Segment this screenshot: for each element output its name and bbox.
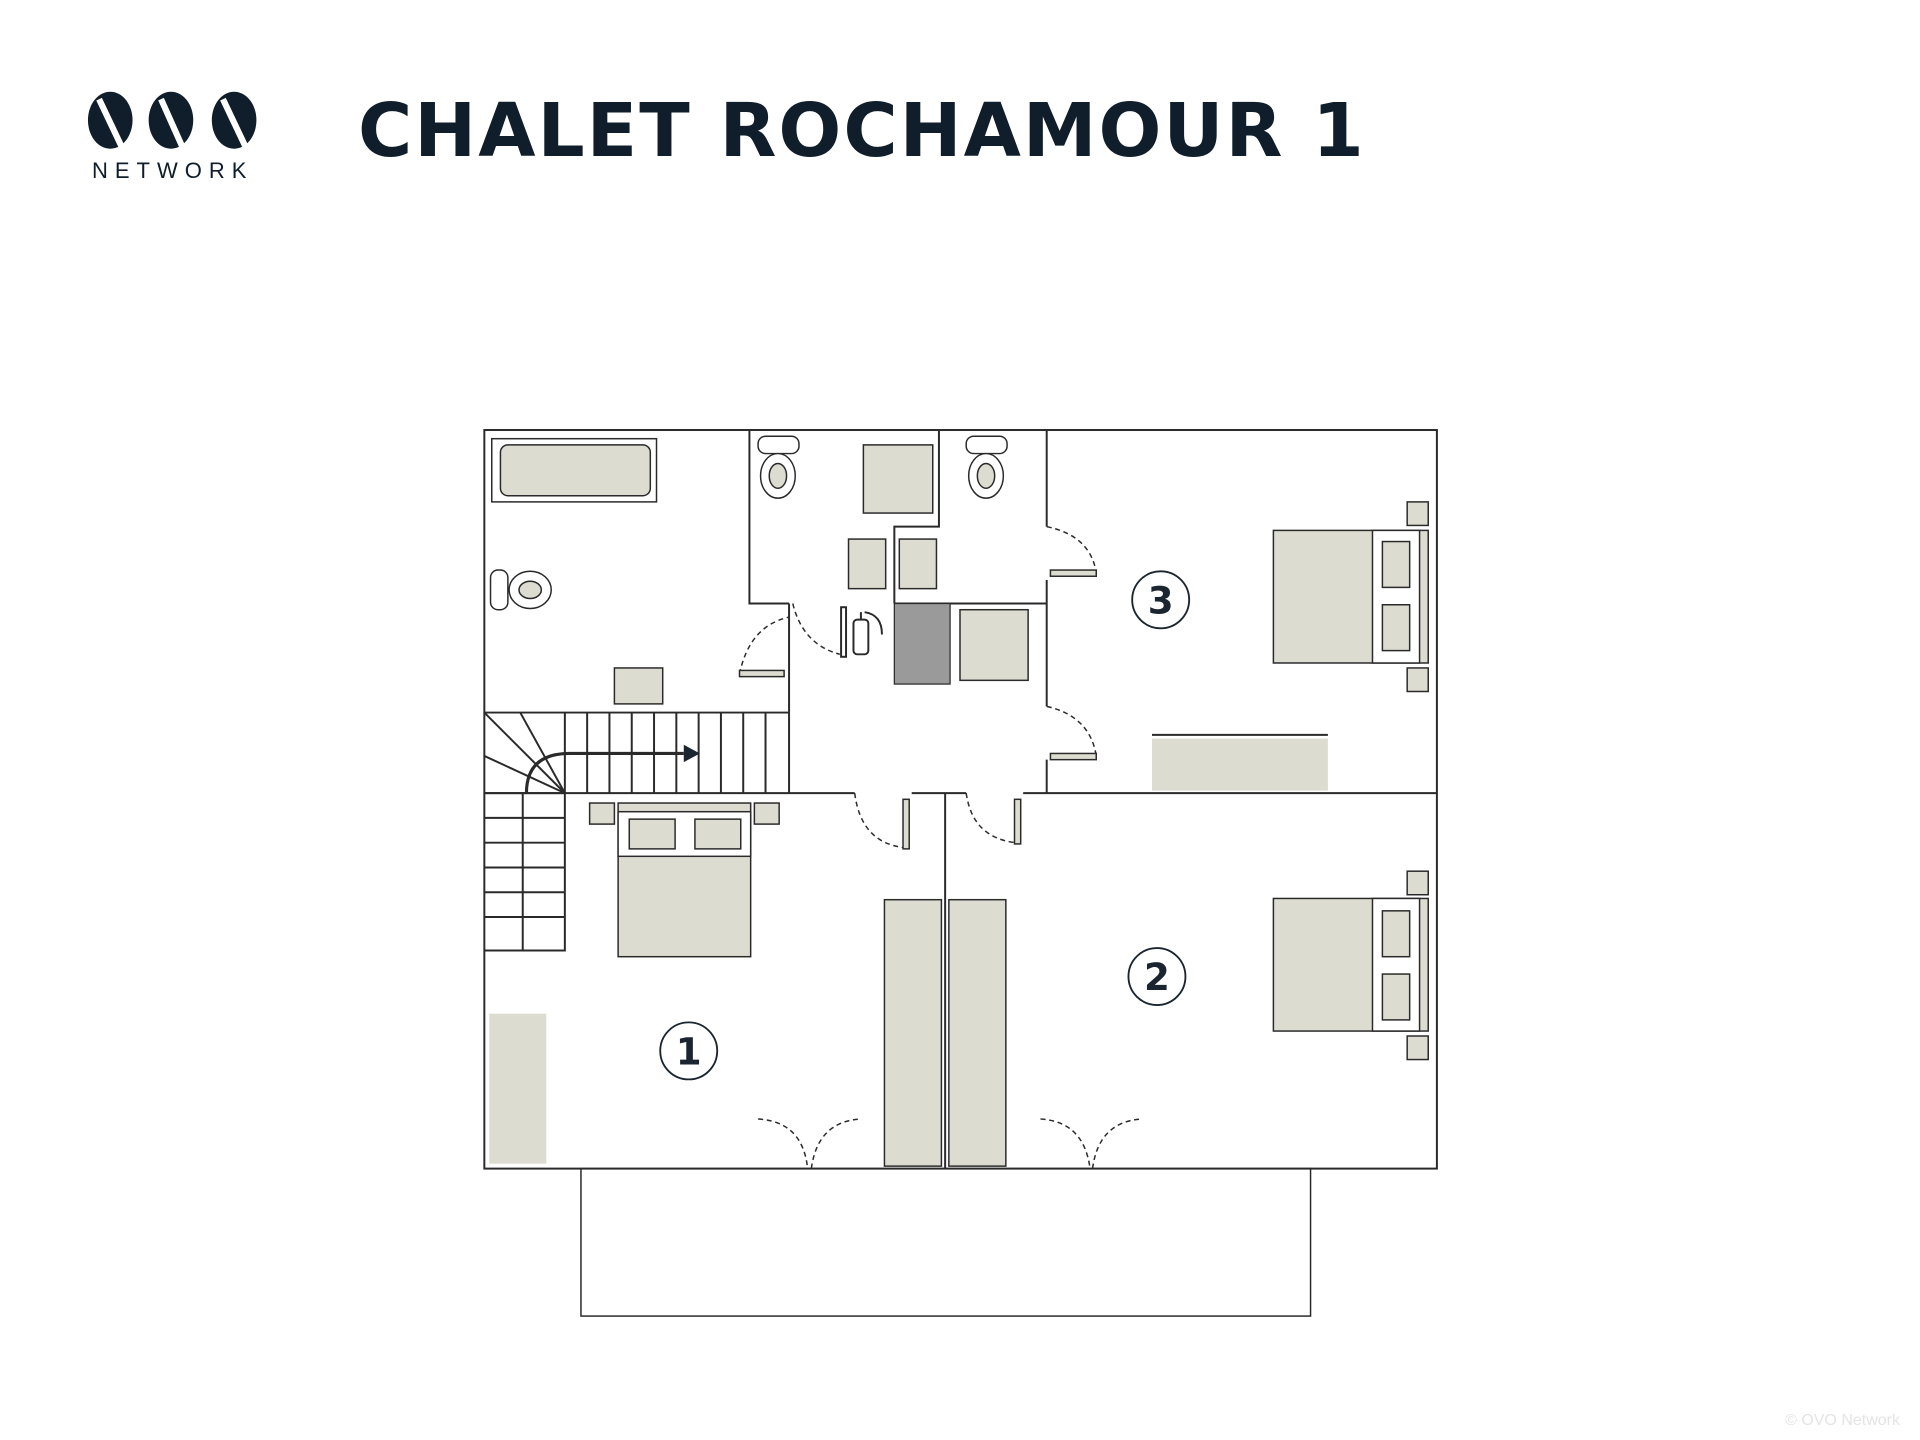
room-label-3: 3 — [1131, 570, 1191, 630]
staircase — [483, 711, 767, 952]
ovo-logo-icon — [87, 91, 257, 149]
logo-network-text: NETWORK — [92, 158, 254, 183]
toilet — [965, 435, 1008, 499]
bed — [588, 802, 780, 958]
svg-text:2: 2 — [1144, 956, 1170, 999]
outer-walls — [483, 429, 1438, 1170]
wardrobe — [1152, 738, 1328, 791]
sink — [898, 538, 938, 590]
bed — [1272, 870, 1429, 1061]
wardrobe — [883, 898, 943, 1167]
sink — [847, 538, 887, 590]
page-title: CHALET ROCHAMOUR 1 — [358, 88, 1366, 174]
svg-text:3: 3 — [1148, 579, 1174, 622]
copyright: © OVO Network — [1785, 1412, 1900, 1429]
shower — [959, 608, 1029, 682]
toilet — [489, 569, 552, 611]
storage-block — [893, 602, 951, 685]
fire-extinguisher-icon — [840, 606, 883, 658]
bathtub — [491, 437, 658, 503]
room-label-1: 1 — [659, 1021, 719, 1081]
svg-text:1: 1 — [676, 1031, 702, 1074]
doors — [738, 525, 1143, 1169]
toilet — [757, 435, 800, 499]
interior-walls — [484, 430, 1437, 1169]
shower — [862, 444, 934, 514]
wardrobe — [948, 898, 1007, 1167]
room-label-2: 2 — [1127, 947, 1187, 1006]
bed — [1272, 501, 1429, 693]
wardrobe — [489, 1013, 547, 1164]
balcony — [580, 1167, 1312, 1317]
sink — [613, 667, 664, 705]
